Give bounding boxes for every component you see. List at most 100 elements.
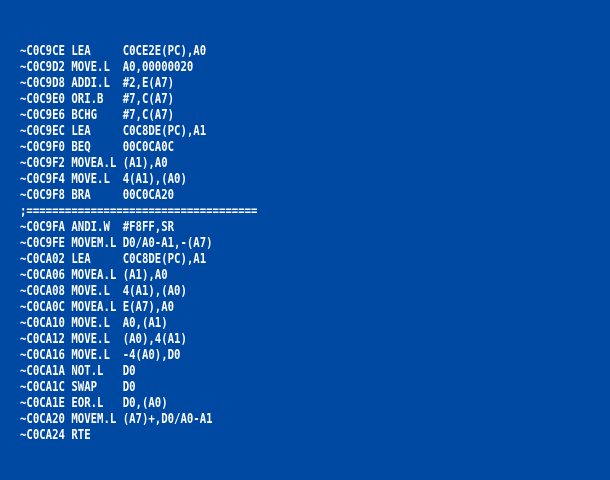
operands: D0,(A0) [122, 396, 168, 411]
operands: D0 [122, 380, 136, 395]
mnemonic: RTE [71, 428, 91, 443]
column-gap [110, 172, 123, 187]
disassembly-row: ~C0CA06 MOVEA.L (A1),A0 [20, 268, 257, 284]
column-gap [91, 428, 123, 443]
disassembly-row: ~C0CA10 MOVE.L A0,(A1) [20, 316, 257, 332]
address: ~C0CA10 [20, 316, 65, 331]
column-gap [110, 316, 123, 331]
address: ~C0CA06 [20, 268, 65, 283]
address: ~C0C9F4 [20, 172, 65, 187]
disassembly-row: ~C0CA16 MOVE.L -4(A0),D0 [20, 348, 257, 364]
disassembly-row: ~C0C9F8 BRA 00C0CA20 [20, 188, 257, 204]
operands: A0,(A1) [122, 316, 168, 331]
column-gap [103, 396, 122, 411]
operands: A0,00000020 [122, 60, 194, 75]
mnemonic: LEA [71, 124, 91, 139]
operands: D0 [122, 364, 136, 379]
disassembly-row: ~C0CA20 MOVEM.L (A7)+,D0/A0-A1 [20, 412, 257, 428]
address: ~C0CA1A [20, 364, 65, 379]
disassembly-listing: ~C0C9CE LEA C0CE2E(PC),A0~C0C9D2 MOVE.L … [20, 44, 257, 444]
operands: E(A7),A0 [122, 300, 175, 315]
operands: C0CE2E(PC),A0 [122, 44, 207, 59]
mnemonic: MOVE.L [71, 316, 110, 331]
column-gap [91, 44, 123, 59]
separator-text: ;==================================== [20, 204, 258, 219]
disassembly-row: ~C0CA08 MOVE.L 4(A1),(A0) [20, 284, 257, 300]
disassembly-row: ~C0CA1E EOR.L D0,(A0) [20, 396, 257, 412]
address: ~C0CA0C [20, 300, 65, 315]
mnemonic: LEA [71, 252, 91, 267]
mnemonic: SWAP [71, 380, 98, 395]
disassembly-row: ~C0C9CE LEA C0CE2E(PC),A0 [20, 44, 257, 60]
mnemonic: MOVEM.L [71, 412, 117, 427]
address: ~C0CA08 [20, 284, 65, 299]
disassembly-row: ~C0C9FA ANDI.W #F8FF,SR [20, 220, 257, 236]
column-gap [91, 124, 123, 139]
column-gap [110, 220, 123, 235]
operands: 00C0CA0C [122, 140, 175, 155]
mnemonic: MOVE.L [71, 284, 110, 299]
mnemonic: MOVEM.L [71, 236, 117, 251]
column-gap [110, 76, 123, 91]
mnemonic: ORI.B [71, 92, 104, 107]
disassembly-row: ~C0C9D2 MOVE.L A0,00000020 [20, 60, 257, 76]
disassembly-row: ~C0C9D8 ADDI.L #2,E(A7) [20, 76, 257, 92]
disassembly-row: ~C0C9E0 ORI.B #7,C(A7) [20, 92, 257, 108]
column-gap [97, 108, 123, 123]
mnemonic: BEQ [71, 140, 91, 155]
disassembly-row: ~C0C9FE MOVEM.L D0/A0-A1,-(A7) [20, 236, 257, 252]
operands: (A1),A0 [122, 268, 168, 283]
mnemonic: MOVEA.L [71, 300, 117, 315]
address: ~C0C9E6 [20, 108, 65, 123]
disassembly-row: ~C0CA1C SWAP D0 [20, 380, 257, 396]
address: ~C0C9FE [20, 236, 65, 251]
operands: 4(A1),(A0) [122, 284, 187, 299]
address: ~C0C9FA [20, 220, 65, 235]
operands: (A7)+,D0/A0-A1 [122, 412, 213, 427]
column-gap [91, 188, 123, 203]
separator-line: ;==================================== [20, 204, 257, 220]
address: ~C0C9D2 [20, 60, 65, 75]
operands: D0/A0-A1,-(A7) [122, 236, 213, 251]
column-gap [91, 140, 123, 155]
mnemonic: BCHG [71, 108, 98, 123]
mnemonic: EOR.L [71, 396, 104, 411]
address: ~C0CA1C [20, 380, 65, 395]
mnemonic: MOVE.L [71, 172, 110, 187]
disassembly-row: ~C0C9F2 MOVEA.L (A1),A0 [20, 156, 257, 172]
disassembly-row: ~C0CA12 MOVE.L (A0),4(A1) [20, 332, 257, 348]
column-gap [97, 380, 123, 395]
operands: (A0),4(A1) [122, 332, 187, 347]
address: ~C0CA02 [20, 252, 65, 267]
mnemonic: MOVE.L [71, 332, 110, 347]
address: ~C0C9F8 [20, 188, 65, 203]
column-gap [91, 252, 123, 267]
operands: -4(A0),D0 [122, 348, 181, 363]
column-gap [103, 92, 122, 107]
mnemonic: MOVEA.L [71, 156, 117, 171]
mnemonic: LEA [71, 44, 91, 59]
operands: C0C8DE(PC),A1 [122, 124, 207, 139]
address: ~C0C9F0 [20, 140, 65, 155]
disassembly-row: ~C0C9F0 BEQ 00C0CA0C [20, 140, 257, 156]
column-gap [110, 60, 123, 75]
address: ~C0C9EC [20, 124, 65, 139]
address: ~C0CA20 [20, 412, 65, 427]
mnemonic: MOVE.L [71, 348, 110, 363]
address: ~C0C9CE [20, 44, 65, 59]
disassembly-row: ~C0C9EC LEA C0C8DE(PC),A1 [20, 124, 257, 140]
mnemonic: ANDI.W [71, 220, 110, 235]
disassembly-row: ~C0CA0C MOVEA.L E(A7),A0 [20, 300, 257, 316]
mnemonic: BRA [71, 188, 91, 203]
address: ~C0CA12 [20, 332, 65, 347]
operands: (A1),A0 [122, 156, 168, 171]
column-gap [110, 348, 123, 363]
operands: 00C0CA20 [122, 188, 175, 203]
mnemonic: MOVE.L [71, 60, 110, 75]
address: ~C0CA24 [20, 428, 65, 443]
address: ~C0CA1E [20, 396, 65, 411]
operands: C0C8DE(PC),A1 [122, 252, 207, 267]
operands: #2,E(A7) [122, 76, 175, 91]
disassembly-row: ~C0CA1A NOT.L D0 [20, 364, 257, 380]
disassembly-row: ~C0CA02 LEA C0C8DE(PC),A1 [20, 252, 257, 268]
